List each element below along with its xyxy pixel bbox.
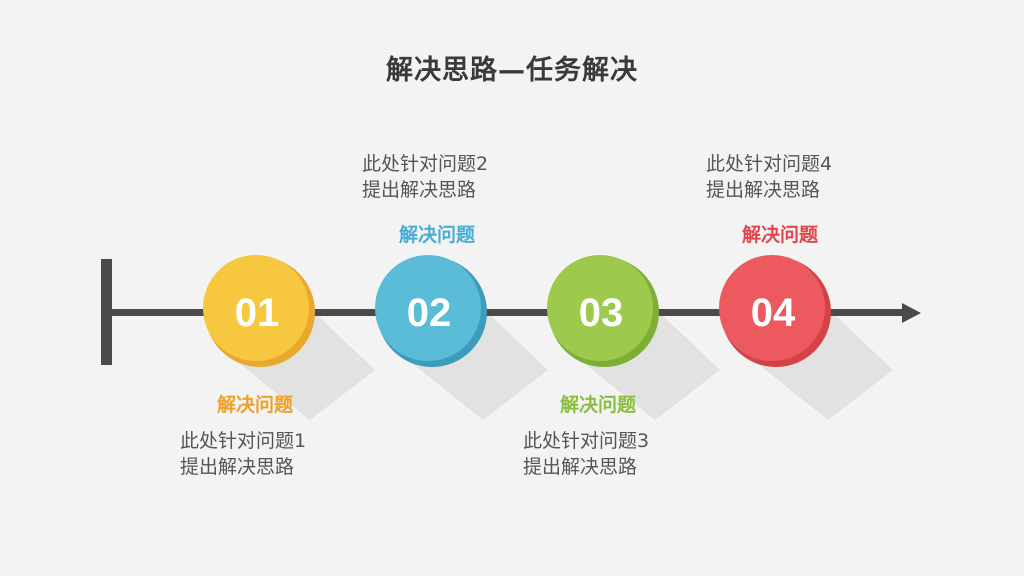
step-desc-04-line2: 提出解决思路 — [706, 179, 821, 201]
timeline-arrow-head — [902, 303, 921, 323]
step-number-03: 03 — [579, 291, 624, 335]
step-circle-face-04 — [719, 255, 825, 361]
step-desc-03-line1: 此处针对问题3 — [523, 430, 650, 452]
step-circle-02 — [375, 255, 487, 367]
step-desc-01-line1: 此处针对问题1 — [180, 430, 307, 452]
step-label-04: 解决问题 — [741, 224, 818, 246]
step-circle-01 — [203, 255, 315, 367]
step-desc-02-line2: 提出解决思路 — [362, 179, 477, 201]
step-number-04: 04 — [751, 291, 796, 335]
step-desc-03-line2: 提出解决思路 — [523, 456, 638, 478]
step-circle-04 — [719, 255, 831, 367]
step-desc-03: 此处针对问题3 提出解决思路 — [523, 428, 743, 480]
step-desc-04-line1: 此处针对问题4 — [706, 153, 833, 175]
timeline-start-bar — [101, 259, 112, 365]
slide-title: 解决思路—任务解决 — [386, 55, 638, 86]
step-label-02: 解决问题 — [398, 224, 475, 246]
step-number-01: 01 — [235, 291, 280, 335]
step-circle-face-01 — [203, 255, 309, 361]
step-circle-03 — [547, 255, 659, 367]
timeline-axis-line — [110, 309, 905, 316]
step-desc-01-line2: 提出解决思路 — [180, 456, 295, 478]
step-desc-02: 此处针对问题2 提出解决思路 — [362, 151, 582, 203]
step-number-02: 02 — [407, 291, 452, 335]
step-label-01: 解决问题 — [216, 394, 293, 416]
step-label-03: 解决问题 — [559, 394, 636, 416]
step-desc-04: 此处针对问题4 提出解决思路 — [706, 151, 926, 203]
step-desc-02-line1: 此处针对问题2 — [362, 153, 489, 175]
step-circle-face-03 — [547, 255, 653, 361]
step-desc-01: 此处针对问题1 提出解决思路 — [180, 428, 400, 480]
step-circle-face-02 — [375, 255, 481, 361]
